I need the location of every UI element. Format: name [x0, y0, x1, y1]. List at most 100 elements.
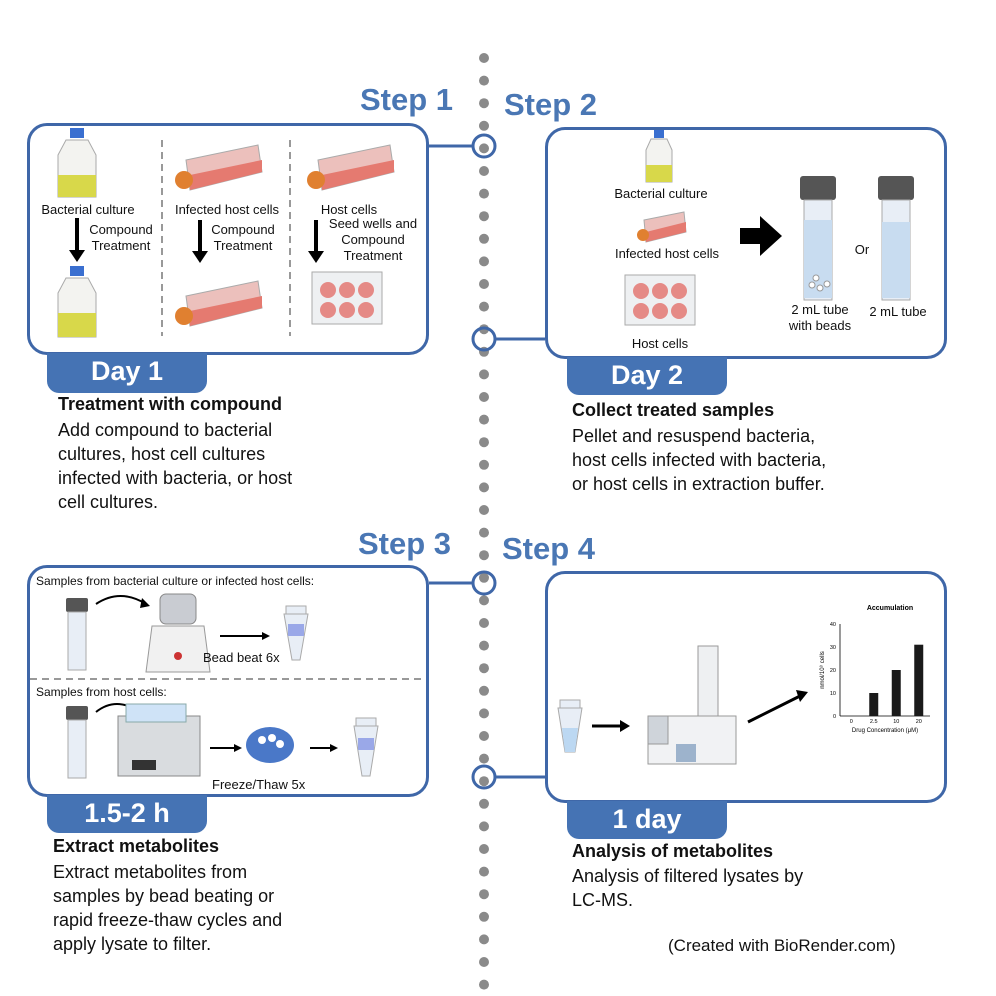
- chart-title: Accumulation: [867, 605, 913, 612]
- timeline-dot: [479, 731, 489, 741]
- step-4-title: Step 4: [502, 531, 596, 566]
- timeline-dot: [479, 844, 489, 854]
- description-line: rapid freeze-thaw cycles and: [53, 910, 283, 930]
- step-2-label-infected-host: Infected host cells: [614, 246, 720, 261]
- label-line: Treatment: [343, 248, 403, 263]
- description-line: Add compound to bacterial: [58, 420, 273, 440]
- bacterial-flask-icon: [57, 266, 97, 338]
- timeline-dot: [479, 527, 489, 538]
- timeline-dot: [479, 437, 489, 448]
- step-3-heading: Extract metabolites: [53, 836, 220, 856]
- timeline-dot: [479, 143, 489, 154]
- cell-culture-flask-icon: [175, 144, 263, 191]
- timeline-dot: [479, 889, 489, 900]
- timeline-dot: [479, 550, 489, 561]
- label-line: Treatment: [91, 238, 151, 253]
- timeline-dot: [479, 866, 489, 877]
- timeline-dot: [479, 211, 489, 222]
- timeline-dot: [479, 505, 489, 515]
- step-3-label-samples-bacterial: Samples from bacterial culture or infect…: [36, 574, 315, 588]
- step-4-panel: [545, 571, 947, 803]
- step-2-duration-tab: Day 2: [567, 357, 727, 395]
- arrow-right-icon: [740, 216, 782, 256]
- step-1-compound-treatment-1: Compound Treatment: [84, 222, 158, 254]
- step-2-label-tube: 2 mL tube: [869, 304, 927, 319]
- tube-with-beads-icon: [800, 176, 836, 301]
- step-2-heading: Collect treated samples: [572, 400, 775, 420]
- timeline-dot: [479, 53, 489, 63]
- timeline-dot: [479, 776, 489, 787]
- credit-text: (Created with BioRender.com): [668, 936, 896, 955]
- well-plate-icon: [311, 271, 383, 325]
- step-2-label-host-cells: Host cells: [631, 336, 689, 351]
- bar: [914, 644, 924, 716]
- bar: [869, 693, 879, 716]
- description-line: cell cultures.: [58, 492, 159, 512]
- step-1-title: Step 1: [360, 82, 454, 117]
- step-3-duration-tab: 1.5-2 h: [47, 795, 207, 833]
- timeline-dot: [479, 753, 489, 764]
- step-3-label-bead-beat: Bead beat 6x: [203, 650, 280, 665]
- timeline-dot: [479, 120, 489, 131]
- step-1-duration-tab: Day 1: [47, 353, 207, 393]
- description-line: Extract metabolites from: [53, 862, 248, 882]
- step-2-description: Pellet and resuspend bacteria, host cell…: [572, 424, 902, 496]
- bead-beater-icon: [145, 593, 211, 673]
- description-line: infected with bacteria, or host: [58, 468, 293, 488]
- x-tick-label: 10: [893, 719, 899, 725]
- timeline-dot: [479, 934, 489, 945]
- x-tick-label: 20: [916, 719, 922, 725]
- timeline-dot: [479, 957, 489, 967]
- timeline-dot: [479, 821, 489, 832]
- description-line: samples by bead beating or: [53, 886, 275, 906]
- cell-culture-flask-icon: [637, 211, 687, 243]
- description-line: host cells infected with bacteria,: [572, 450, 827, 470]
- description-line: apply lysate to filter.: [53, 934, 212, 954]
- bar: [891, 670, 901, 716]
- step-1-label-infected-host: Infected host cells: [174, 202, 280, 217]
- step-4-duration-tab: 1 day: [567, 801, 727, 839]
- step-1-label-bacterial-culture: Bacterial culture: [41, 202, 135, 217]
- bacterial-flask-icon: [645, 130, 673, 183]
- timeline-dot: [479, 75, 489, 86]
- timeline-dot: [479, 663, 489, 674]
- timeline-dot: [479, 482, 489, 493]
- y-tick-label: 30: [830, 645, 836, 651]
- tube-icon: [66, 598, 88, 671]
- y-tick-label: 10: [830, 691, 836, 697]
- x-axis-label: Drug Concentration (μM): [852, 728, 918, 734]
- step-1-compound-treatment-2: Compound Treatment: [206, 222, 280, 254]
- timeline-dot: [479, 640, 489, 651]
- timeline-dot: [479, 798, 489, 809]
- timeline-dot: [479, 392, 489, 402]
- label-line: Seed wells and: [328, 216, 418, 231]
- tube-icon: [878, 176, 914, 301]
- filter-tube-icon: [353, 717, 379, 777]
- cell-culture-flask-icon: [175, 280, 263, 327]
- step-1-label-host-cells: Host cells: [320, 202, 378, 217]
- step-3-title: Step 3: [358, 526, 452, 561]
- timeline-dot: [479, 572, 489, 583]
- arrow-up-right-icon: [747, 694, 801, 724]
- step-3-label-samples-host: Samples from host cells:: [36, 685, 167, 699]
- timeline-dot: [479, 595, 489, 606]
- y-tick-label: 20: [830, 668, 836, 674]
- lc-ms-instrument-icon: [647, 645, 737, 765]
- well-plate-icon: [624, 274, 696, 326]
- step-4-description: Analysis of filtered lysates by LC-MS.: [572, 864, 872, 912]
- timeline-dot: [479, 279, 489, 289]
- step-2-label-tube-beads: 2 mL tube with beads: [780, 302, 860, 334]
- description-line: Pellet and resuspend bacteria,: [572, 426, 816, 446]
- timeline-dot: [479, 301, 489, 312]
- x-tick-label: 2.5: [870, 719, 878, 725]
- filter-tube-icon: [283, 605, 309, 661]
- x-tick-label: 0: [850, 719, 853, 725]
- step-2-label-or: Or: [854, 242, 870, 257]
- description-line: Analysis of filtered lysates by: [572, 866, 804, 886]
